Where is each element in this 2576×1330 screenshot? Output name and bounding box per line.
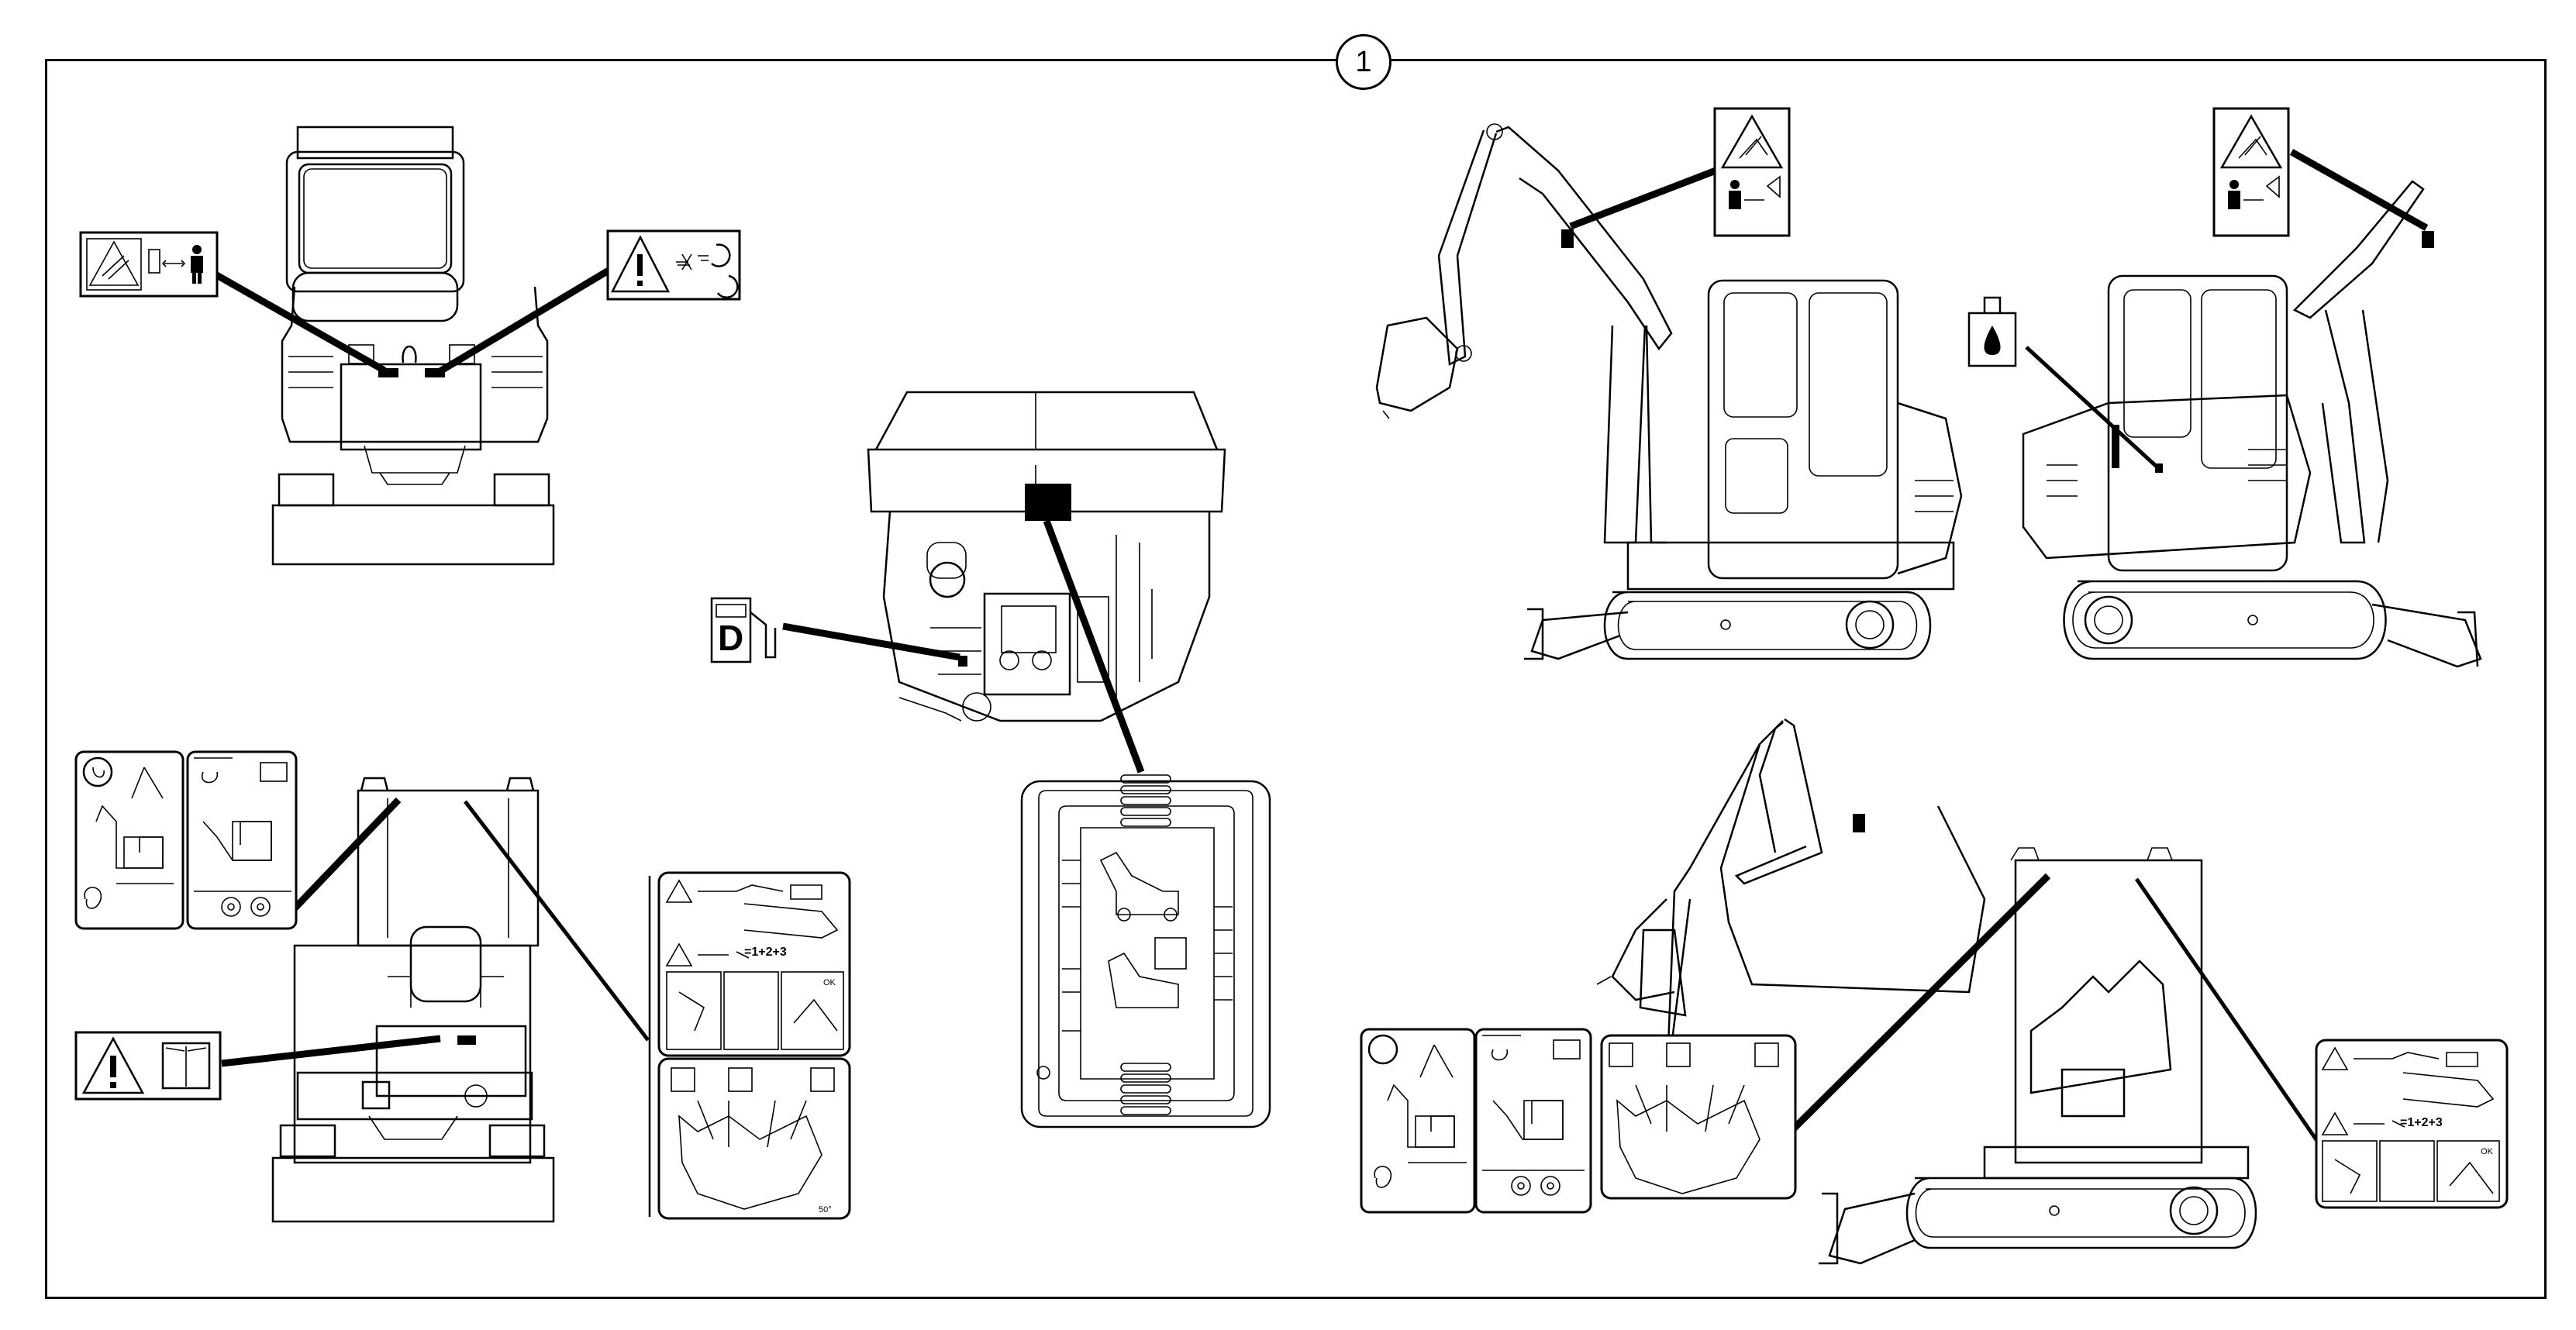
decal-safety-right — [2315, 1039, 2509, 1209]
decal-control-pattern — [1600, 1034, 1797, 1200]
decal-formula-left: =1+2+3 — [744, 946, 787, 959]
decal-rotation-hazard — [606, 229, 741, 301]
decal-formula-right: =1+2+3 — [2400, 1116, 2443, 1129]
decal-ok-left: OK — [823, 978, 836, 987]
figure-callout-number: 1 — [1336, 34, 1391, 90]
engine-bay-view — [867, 391, 1226, 722]
svg-text:50°: 50° — [819, 1205, 832, 1215]
decal-swing-area-right — [2212, 107, 2290, 237]
decal-lifting-points-left — [74, 750, 298, 930]
side-view-right-machine — [2022, 180, 2482, 668]
rear-view-machine — [271, 777, 555, 1223]
decal-fuel-diesel — [710, 597, 777, 663]
decal-keep-distance — [79, 231, 219, 298]
diagram-frame — [45, 59, 2547, 1299]
decal-ok-right: OK — [2481, 1147, 2493, 1156]
decal-swing-area-left — [1713, 107, 1791, 237]
decal-read-manual — [74, 1031, 222, 1101]
callout-number-text: 1 — [1355, 45, 1372, 78]
cab-interior-view — [1596, 718, 2257, 1265]
decal-hydraulic-oil — [1967, 296, 2017, 367]
front-view-machine — [271, 126, 555, 566]
decal-operation-panels-left: 50° — [648, 871, 851, 1220]
fuel-decal-letter: D — [718, 618, 744, 658]
side-view-left-machine — [1375, 123, 1963, 660]
decal-service-schedule — [1020, 774, 1271, 1128]
decal-lifting-points-right — [1360, 1028, 1592, 1214]
